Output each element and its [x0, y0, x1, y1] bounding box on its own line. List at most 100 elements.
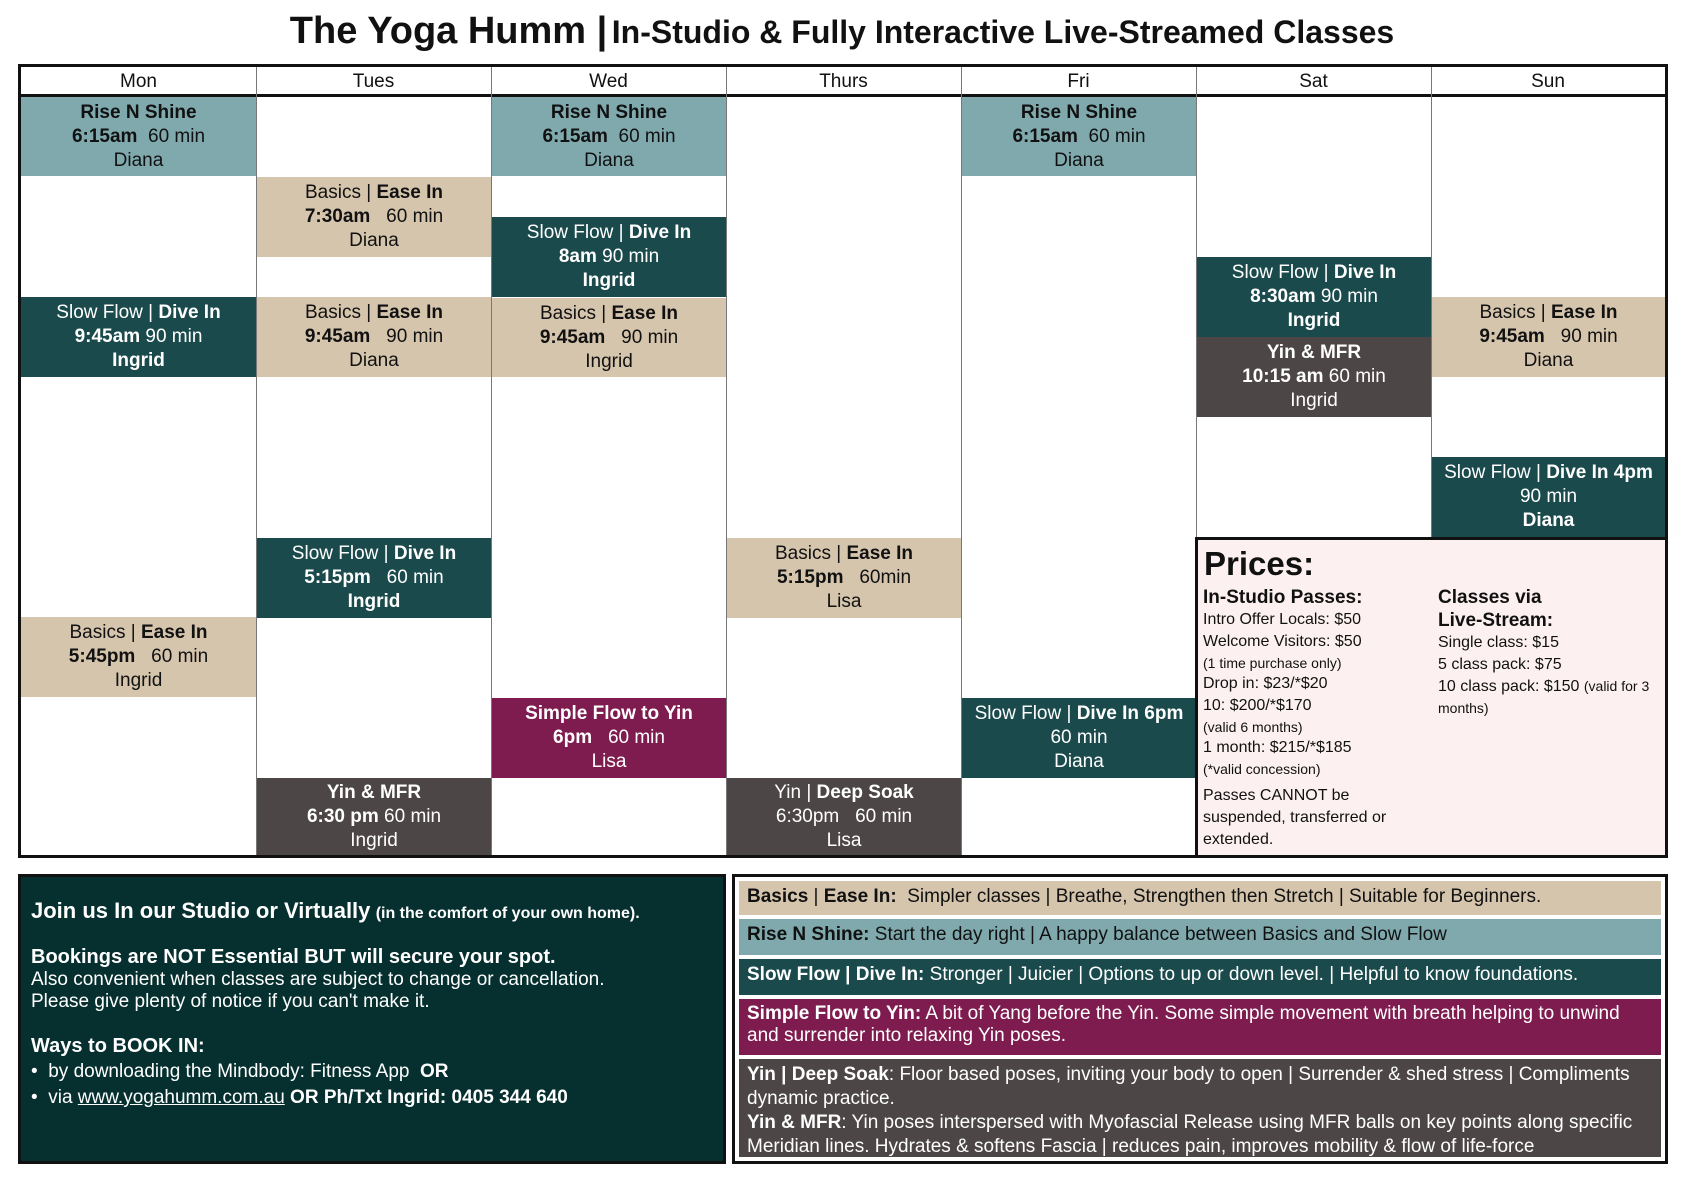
- column-divider: [256, 67, 257, 855]
- class-time: 8:30am: [1250, 286, 1316, 307]
- class-name: Rise N Shine: [1020, 101, 1138, 123]
- column-divider: [1196, 67, 1197, 855]
- legend-basics: Basics | Ease In: Simpler classes | Brea…: [739, 881, 1661, 915]
- class-name: Slow Flow: [56, 302, 143, 323]
- class-subtitle: Dive In: [393, 543, 457, 564]
- price-line: Welcome Visitors: $50: [1203, 633, 1362, 650]
- class-instructor: Diana: [1523, 350, 1574, 371]
- class-tue-yin-mfr[interactable]: Yin & MFR 6:30 pm 60 min Ingrid: [257, 778, 491, 855]
- class-name: Basics: [69, 622, 126, 643]
- class-duration: 90 min: [145, 326, 203, 347]
- class-wed-rise-n-shine[interactable]: Rise N Shine 6:15am 60 min Diana: [492, 97, 726, 176]
- class-mon-rise-n-shine[interactable]: Rise N Shine 6:15am 60 min Diana: [21, 97, 256, 176]
- class-tue-basics-945[interactable]: Basics | Ease In 9:45am 90 min Diana: [257, 297, 491, 377]
- join-note: (in the comfort of your own home).: [375, 905, 640, 922]
- class-duration: 60 min: [618, 125, 676, 147]
- class-time: 9:45am: [304, 326, 371, 347]
- legend-simple-desc: A bit of Yang before the Yin. Some simpl…: [747, 1003, 1620, 1046]
- price-line: 10: $200/*$170: [1203, 697, 1312, 714]
- class-duration: 90 min: [1519, 486, 1578, 507]
- class-time: 9:45am: [74, 326, 141, 347]
- class-mon-slow-flow[interactable]: Slow Flow | Dive In 9:45am 90 min Ingrid: [21, 297, 256, 377]
- day-header-fri: Fri: [961, 67, 1196, 97]
- legend-basics-sub: Ease In:: [823, 886, 897, 907]
- day-header-thu: Thurs: [726, 67, 961, 97]
- class-time: 5:45pm: [68, 646, 136, 667]
- class-subtitle: Deep Soak: [816, 781, 914, 803]
- column-divider: [961, 67, 962, 855]
- day-header-sat: Sat: [1196, 67, 1431, 97]
- class-thu-basics[interactable]: Basics | Ease In 5:15pm 60min Lisa: [727, 538, 961, 618]
- prices-panel: Prices: In-Studio Passes: Intro Offer Lo…: [1195, 537, 1665, 855]
- class-fri-rise-n-shine[interactable]: Rise N Shine 6:15am 60 min Diana: [962, 97, 1196, 176]
- class-duration: 60 min: [148, 125, 206, 147]
- price-note: (valid for 3 months): [1438, 678, 1650, 716]
- notice-text: Please give plenty of notice if you can'…: [31, 991, 430, 1012]
- class-name: Rise N Shine: [80, 101, 197, 123]
- class-instructor: Ingrid: [582, 270, 636, 291]
- live-stream-heading-2: Live-Stream:: [1438, 610, 1554, 631]
- class-time: 6:15am: [1012, 125, 1078, 147]
- class-mon-basics[interactable]: Basics | Ease In 5:45pm 60 min Ingrid: [21, 617, 256, 697]
- class-tue-basics-730[interactable]: Basics | Ease In 7:30am 60 min Diana: [257, 177, 491, 257]
- class-time: 6:30pm: [775, 805, 840, 827]
- class-tue-slow-flow[interactable]: Slow Flow | Dive In 5:15pm 60 min Ingrid: [257, 538, 491, 618]
- class-duration: 60min: [859, 567, 912, 588]
- legend-yin-desc: : Floor based poses, inviting your body …: [747, 1064, 1630, 1109]
- column-divider: [1431, 67, 1432, 537]
- class-subtitle: Dive In: [158, 302, 221, 323]
- class-wed-simple-flow[interactable]: Simple Flow to Yin 6pm 60 min Lisa: [492, 698, 726, 778]
- class-subtitle: Dive In: [1333, 262, 1397, 283]
- class-time: 6:30 pm: [306, 805, 379, 827]
- class-thu-yin-deep-soak[interactable]: Yin | Deep Soak 6:30pm 60 min Lisa: [727, 778, 961, 855]
- column-divider: [726, 67, 727, 855]
- class-fri-slow-flow[interactable]: Slow Flow | Dive In 6pm 60 min Diana: [962, 698, 1196, 778]
- class-time: 7:30am: [304, 206, 371, 227]
- class-duration: 60 min: [386, 567, 444, 588]
- class-duration: 60 min: [607, 727, 665, 748]
- phone-contact: OR Ph/Txt Ingrid: 0405 344 640: [290, 1087, 568, 1108]
- class-name: Basics: [539, 302, 596, 324]
- class-instructor: Diana: [113, 149, 164, 171]
- legend-yin: Yin | Deep Soak: Floor based poses, invi…: [739, 1059, 1661, 1157]
- class-duration: 90 min: [1320, 286, 1378, 307]
- class-subtitle: Ease In: [376, 182, 443, 203]
- class-sat-yin-mfr[interactable]: Yin & MFR 10:15 am 60 min Ingrid: [1197, 337, 1431, 417]
- class-instructor: Diana: [584, 149, 634, 171]
- class-name: Basics: [304, 302, 361, 323]
- prices-heading: Prices:: [1204, 545, 1315, 582]
- class-instructor: Diana: [1054, 751, 1104, 772]
- class-name: Simple Flow to Yin: [525, 703, 693, 724]
- class-instructor: Ingrid: [350, 829, 398, 851]
- live-stream-prices: Classes via Live-Stream: Single class: $…: [1438, 586, 1658, 720]
- class-duration: 60 min: [855, 805, 913, 827]
- class-instructor: Ingrid: [112, 350, 165, 371]
- class-sun-basics[interactable]: Basics | Ease In 9:45am 90 min Diana: [1432, 297, 1665, 377]
- class-instructor: Lisa: [591, 751, 627, 772]
- legend-rise-desc: Start the day right | A happy balance be…: [874, 924, 1447, 945]
- legend-basics-name: Basics: [747, 886, 809, 907]
- class-instructor: Diana: [349, 230, 399, 251]
- price-note: (1 time purchase only): [1203, 655, 1342, 671]
- class-instructor: Diana: [349, 350, 399, 371]
- class-duration: 60 min: [151, 646, 209, 667]
- class-subtitle: Ease In: [376, 302, 443, 323]
- class-time: 9:45am: [1479, 326, 1545, 347]
- website-link[interactable]: www.yogahumm.com.au: [77, 1087, 285, 1108]
- class-wed-basics[interactable]: Basics | Ease In 9:45am 90 min Ingrid: [492, 298, 726, 377]
- legend-slow-name: Slow Flow | Dive In:: [747, 964, 925, 985]
- class-duration: 60 min: [1050, 727, 1108, 748]
- join-heading: Join us In our Studio or Virtually: [31, 898, 371, 923]
- class-name: Basics: [774, 543, 831, 564]
- class-wed-slow-flow[interactable]: Slow Flow | Dive In 8am 90 min Ingrid: [492, 217, 726, 297]
- class-instructor: Ingrid: [1290, 390, 1338, 411]
- class-name: Slow Flow: [526, 222, 614, 243]
- price-line: Intro Offer Locals: $50: [1203, 611, 1362, 628]
- live-stream-heading-1: Classes via: [1438, 587, 1542, 608]
- class-sat-slow-flow[interactable]: Slow Flow | Dive In 8:30am 90 min Ingrid: [1197, 257, 1431, 337]
- class-name: Basics: [304, 182, 361, 203]
- column-divider: [491, 67, 492, 855]
- class-name: Yin & MFR: [1266, 342, 1362, 363]
- class-sun-slow-flow[interactable]: Slow Flow | Dive In 4pm 90 min Diana: [1432, 457, 1665, 537]
- price-note: (*valid concession): [1203, 761, 1321, 777]
